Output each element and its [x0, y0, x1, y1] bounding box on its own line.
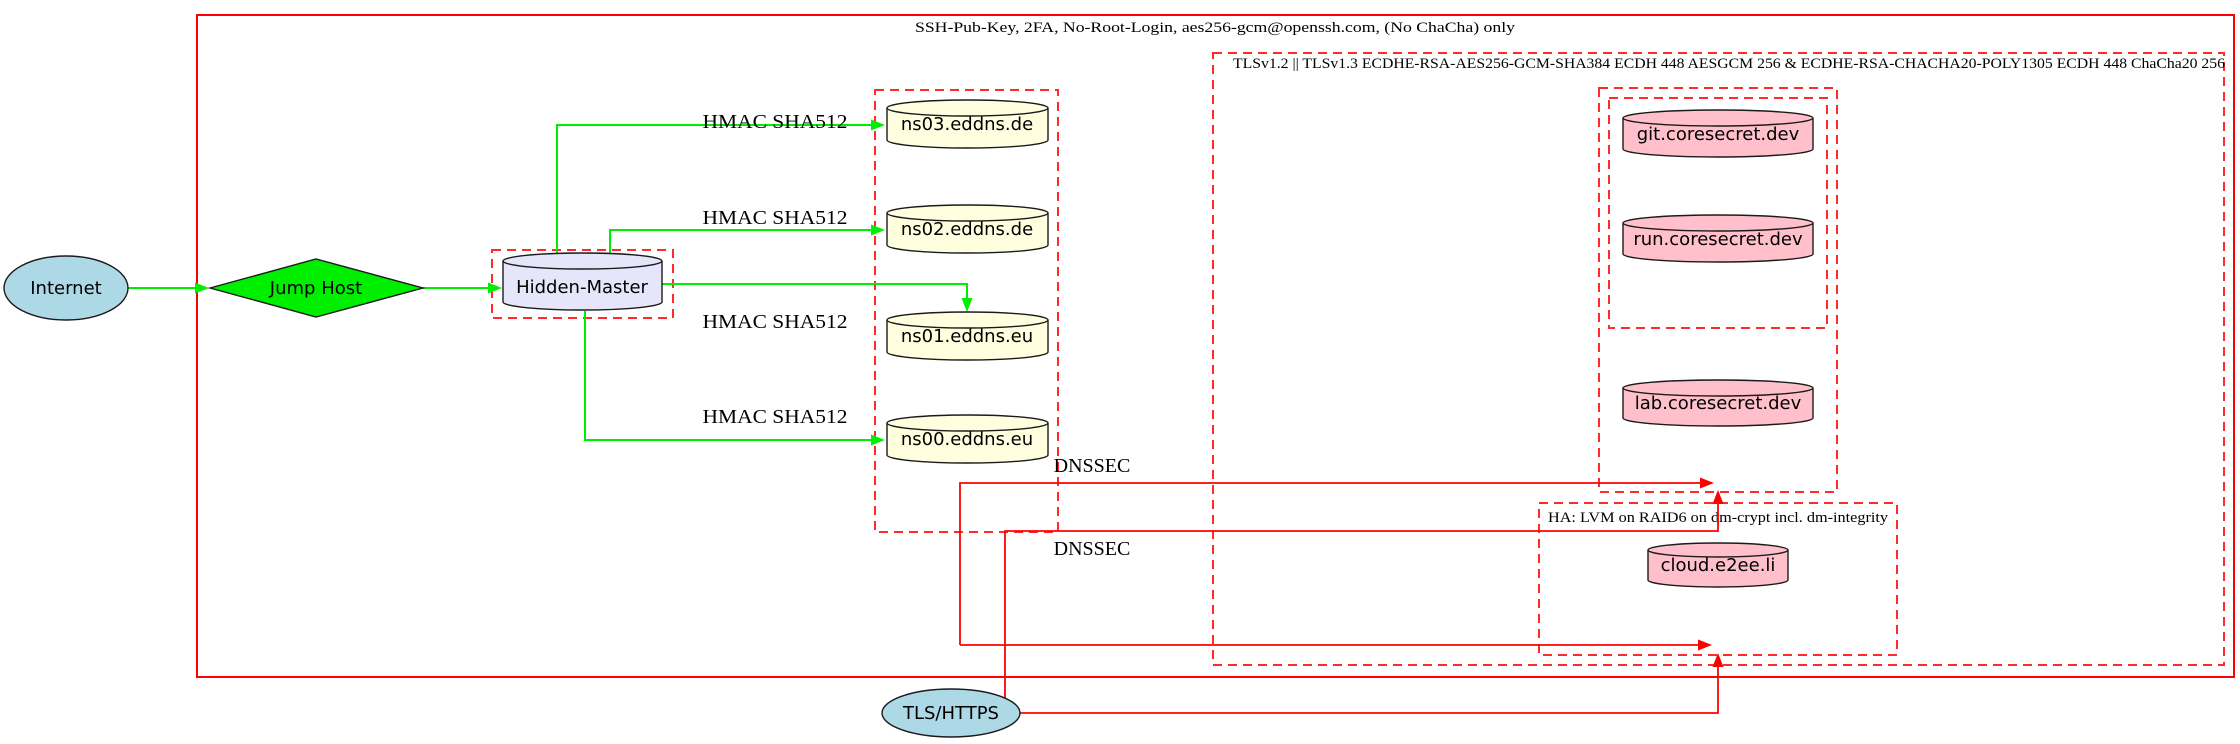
edge-label-hmac-ns01: HMAC SHA512 [703, 311, 848, 333]
ns03-label: ns03.eddns.de [901, 114, 1033, 135]
run-cylinder [1622, 214, 1814, 263]
edge-tlshttps-ha [1020, 653, 1724, 714]
ns02-cylinder-top [886, 212, 1049, 222]
hidden-master-label: Hidden-Master [516, 277, 648, 298]
ns01-cylinder-top [886, 319, 1049, 329]
node-run: run.coresecret.dev [1622, 214, 1814, 263]
edge-label-hmac-ns02: HMAC SHA512 [703, 207, 848, 229]
ns03-cylinder [886, 99, 1049, 149]
cluster-ssh-box [196, 14, 2235, 678]
edge-hiddenmaster-ns02 [609, 224, 885, 254]
node-jump-host: Jump Host [207, 258, 426, 318]
ns03-cylinder-top [886, 107, 1049, 117]
cloud-cylinder [1647, 542, 1789, 588]
cluster-coresecret-box [1598, 87, 1838, 493]
edge-dnssec-upper [959, 477, 1714, 645]
ns00-label: ns00.eddns.eu [901, 429, 1033, 450]
cluster-ssh-label: SSH-Pub-Key, 2FA, No-Root-Login, aes256-… [915, 20, 1516, 36]
edge-label-dnssec-upper: DNSSEC [1054, 455, 1131, 477]
edge-hiddenmaster-ns01 [662, 283, 973, 312]
edge-label-hmac-ns03: HMAC SHA512 [703, 111, 848, 133]
lab-label: lab.coresecret.dev [1635, 393, 1802, 414]
git-cylinder [1622, 109, 1814, 158]
ns02-label: ns02.eddns.de [901, 219, 1033, 240]
jump-host-diamond [207, 258, 426, 318]
internet-label: Internet [30, 278, 101, 299]
lab-cylinder [1622, 379, 1814, 427]
node-ns03: ns03.eddns.de [886, 99, 1049, 149]
tls-https-label: TLS/HTTPS [902, 703, 999, 724]
ns00-cylinder-top [886, 422, 1049, 432]
hidden-master-cylinder-top [502, 260, 663, 270]
edge-hiddenmaster-ns00 [584, 311, 885, 446]
node-internet: Internet [3, 255, 129, 321]
git-label: git.coresecret.dev [1637, 124, 1800, 145]
tls-https-ellipse [881, 688, 1021, 738]
node-cloud: cloud.e2ee.li [1647, 542, 1789, 588]
node-ns01: ns01.eddns.eu [886, 311, 1049, 361]
node-lab: lab.coresecret.dev [1622, 379, 1814, 427]
cluster-nameservers-box [874, 89, 1059, 533]
edge-hiddenmaster-ns03 [556, 119, 885, 254]
edge-label-hmac-ns00: HMAC SHA512 [703, 406, 848, 428]
internet-ellipse [3, 255, 129, 321]
cluster-tls-box [1212, 52, 2225, 666]
edge-tlshttps-coresecret [1004, 490, 1724, 700]
node-ns02: ns02.eddns.de [886, 204, 1049, 254]
run-cylinder-top [1622, 222, 1814, 232]
lab-cylinder-top [1622, 387, 1814, 397]
ns02-cylinder [886, 204, 1049, 254]
node-git: git.coresecret.dev [1622, 109, 1814, 158]
ns01-cylinder [886, 311, 1049, 361]
cloud-cylinder-top [1647, 549, 1789, 558]
jump-host-label: Jump Host [269, 278, 362, 299]
cloud-label: cloud.e2ee.li [1661, 555, 1776, 576]
git-cylinder-top [1622, 117, 1814, 127]
node-ns00: ns00.eddns.eu [886, 414, 1049, 464]
edge-label-dnssec-lower: DNSSEC [1054, 538, 1131, 560]
node-hidden-master: Hidden-Master [502, 252, 663, 311]
cluster-gitrun-box [1608, 97, 1828, 329]
ns01-label: ns01.eddns.eu [901, 326, 1033, 347]
run-label: run.coresecret.dev [1633, 229, 1803, 250]
cluster-tls-label: TLSv1.2 || TLSv1.3 ECDHE-RSA-AES256-GCM-… [1233, 56, 2226, 72]
ns00-cylinder [886, 414, 1049, 464]
node-tls-https: TLS/HTTPS [881, 688, 1021, 738]
